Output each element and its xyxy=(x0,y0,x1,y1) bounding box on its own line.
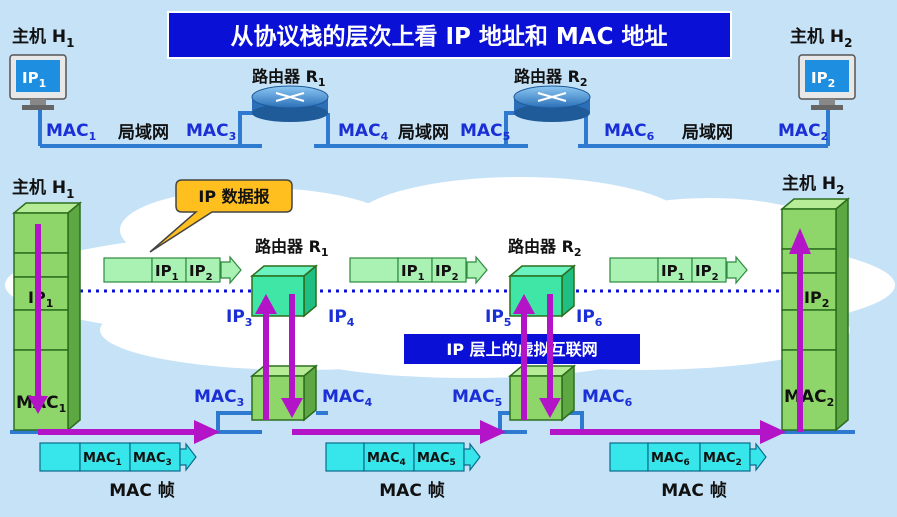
svg-text:主机 H1: 主机 H1 xyxy=(12,26,75,50)
svg-text:MAC2: MAC2 xyxy=(778,121,828,143)
top-labels: MAC1 局域网 MAC3 MAC4 局域网 MAC5 MAC6 局域网 MAC… xyxy=(46,121,828,143)
flow-arrows xyxy=(28,224,811,444)
page-title: 从协议栈的层次上看 IP 地址和 MAC 地址 xyxy=(230,23,667,50)
svg-text:MAC2: MAC2 xyxy=(703,451,742,468)
title-banner: 从协议栈的层次上看 IP 地址和 MAC 地址 xyxy=(167,11,732,59)
frame-labels: MAC 帧 MAC 帧 MAC 帧 xyxy=(109,480,726,501)
svg-text:路由器 R2: 路由器 R2 xyxy=(508,237,582,259)
svg-text:MAC3: MAC3 xyxy=(186,121,236,143)
top-router2: 路由器 R2 xyxy=(513,67,591,122)
svg-text:IP2: IP2 xyxy=(804,288,829,310)
mac-frame: MAC4 MAC5 xyxy=(325,442,481,472)
svg-text:路由器 R1: 路由器 R1 xyxy=(255,237,329,259)
ip-datagram-callout: IP 数据报 xyxy=(149,179,293,253)
svg-text:IP2: IP2 xyxy=(811,69,835,90)
ip-packets: IP1 IP2 IP1 IP2 IP1 IP2 xyxy=(103,255,748,285)
bottom-router1: 路由器 R1 xyxy=(249,237,329,422)
bottom-host1-stack: 主机 H1 IP1 MAC1 xyxy=(11,177,83,432)
top-lan1-label: 局域网 xyxy=(118,122,169,143)
svg-text:MAC5: MAC5 xyxy=(452,387,502,409)
svg-text:主机 H2: 主机 H2 xyxy=(782,173,845,197)
top-host2: 主机 H2 IP2 xyxy=(790,26,856,110)
top-host2-name: 主机 H xyxy=(790,26,844,47)
svg-text:MAC5: MAC5 xyxy=(460,121,510,143)
top-lan3-label: 局域网 xyxy=(682,122,733,143)
mac-interface-labels: MAC3 MAC4 MAC5 MAC6 xyxy=(194,387,633,409)
computer-icon xyxy=(9,54,67,110)
svg-text:MAC 帧: MAC 帧 xyxy=(109,480,174,501)
svg-text:MAC6: MAC6 xyxy=(651,451,690,468)
top-router1: 路由器 R1 xyxy=(251,67,329,122)
bottom-host2-stack: 主机 H2 IP2 MAC2 xyxy=(779,173,851,432)
svg-text:MAC4: MAC4 xyxy=(322,387,373,409)
svg-text:主机 H1: 主机 H1 xyxy=(12,177,75,201)
top-host1: 主机 H1 IP1 xyxy=(9,26,75,110)
svg-text:MAC6: MAC6 xyxy=(582,387,633,409)
svg-text:MAC3: MAC3 xyxy=(133,451,172,468)
ip-packet: IP1 IP2 xyxy=(349,255,488,285)
svg-text:IP1: IP1 xyxy=(22,69,46,90)
top-lan2-label: 局域网 xyxy=(398,122,449,143)
svg-text:路由器 R1: 路由器 R1 xyxy=(252,67,326,89)
svg-text:MAC4: MAC4 xyxy=(367,451,406,468)
ip-packet: IP1 IP2 xyxy=(609,255,748,285)
svg-text:MAC 帧: MAC 帧 xyxy=(379,480,444,501)
svg-text:路由器 R2: 路由器 R2 xyxy=(514,67,588,89)
svg-text:MAC 帧: MAC 帧 xyxy=(661,480,726,501)
svg-text:MAC1: MAC1 xyxy=(83,451,122,468)
svg-text:IP 数据报: IP 数据报 xyxy=(198,187,269,206)
svg-text:MAC3: MAC3 xyxy=(194,387,244,409)
svg-text:MAC5: MAC5 xyxy=(417,451,456,468)
mac-frame: MAC6 MAC2 xyxy=(609,442,767,472)
ip-packet: IP1 IP2 xyxy=(103,255,242,285)
svg-text:主机 H2: 主机 H2 xyxy=(790,26,853,50)
top-router1-name: 路由器 R xyxy=(252,67,318,86)
top-host1-name: 主机 H xyxy=(12,26,66,47)
svg-text:MAC4: MAC4 xyxy=(338,121,389,143)
mac-frame: MAC1 MAC3 xyxy=(39,442,197,472)
svg-text:MAC1: MAC1 xyxy=(46,121,96,143)
mac-frames: MAC1 MAC3 MAC4 MAC5 MAC6 MAC2 xyxy=(39,442,767,472)
computer-icon xyxy=(798,54,856,110)
svg-text:MAC6: MAC6 xyxy=(604,121,655,143)
svg-text:MAC2: MAC2 xyxy=(784,387,834,409)
router-icon xyxy=(251,85,329,122)
top-router2-name: 路由器 R xyxy=(514,67,580,86)
router-icon xyxy=(513,85,591,122)
